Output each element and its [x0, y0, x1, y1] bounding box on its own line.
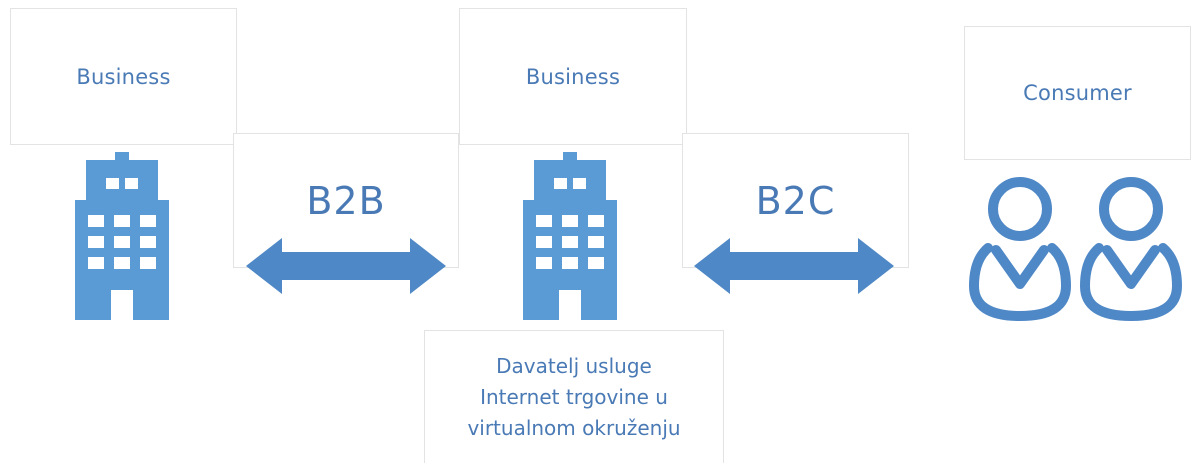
consumer-label: Consumer — [964, 26, 1191, 160]
building-icon — [523, 152, 617, 320]
provider-label-box: Davatelj usluge Internet trgovine u virt… — [424, 330, 724, 463]
provider-text: Davatelj usluge Internet trgovine u virt… — [467, 351, 680, 444]
provider-line-1: Davatelj usluge — [496, 353, 652, 378]
provider-line-3: virtualnom okruženju — [467, 415, 681, 440]
b2c-text: B2C — [755, 178, 836, 223]
consumer-text: Consumer — [1023, 81, 1132, 105]
center-business-label: Business — [459, 8, 687, 145]
consumers-icon — [969, 177, 1182, 321]
left-business-text: Business — [76, 64, 171, 89]
building-icon — [75, 152, 169, 320]
b2b-text: B2B — [306, 178, 386, 223]
left-business-label: Business — [10, 8, 237, 145]
center-business-text: Business — [525, 64, 621, 89]
double-arrow-icon — [694, 238, 894, 294]
double-arrow-icon — [246, 238, 446, 294]
provider-line-2: Internet trgovine u — [480, 384, 668, 409]
b2b-label-box: B2B — [233, 133, 459, 268]
